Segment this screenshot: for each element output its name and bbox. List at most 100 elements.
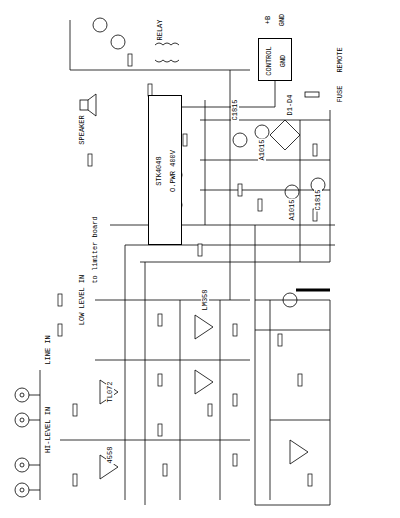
resistor-symbol xyxy=(258,199,262,211)
component-symbol xyxy=(20,463,24,467)
schematic-label: to limiter board xyxy=(91,215,99,284)
wire xyxy=(140,262,330,263)
wire xyxy=(330,300,331,505)
wire xyxy=(40,370,41,500)
resistor-symbol xyxy=(233,394,237,406)
wire xyxy=(60,440,250,441)
node-text: GND xyxy=(279,54,287,67)
schematic-label: SPEAKER xyxy=(78,114,86,145)
wire xyxy=(180,300,181,500)
schematic-label: 4558 xyxy=(106,446,114,465)
schematic-label: HI-LEVEL IN xyxy=(44,406,52,454)
component-symbol xyxy=(111,35,125,49)
schematic-label: C1815 xyxy=(314,188,322,211)
resistor-symbol xyxy=(58,324,62,336)
component-symbol xyxy=(283,293,297,307)
resistor-symbol xyxy=(128,54,132,66)
wire xyxy=(255,225,256,505)
resistor-symbol xyxy=(73,404,77,416)
wire xyxy=(29,395,40,396)
component-symbol xyxy=(93,18,107,32)
wire xyxy=(270,420,330,421)
wire xyxy=(110,225,335,226)
wire xyxy=(255,505,330,506)
resistor-symbol xyxy=(158,314,162,326)
resistor-symbol xyxy=(158,424,162,436)
resistor-symbol xyxy=(183,134,187,146)
component-symbol xyxy=(195,315,213,339)
wire xyxy=(29,465,40,466)
component-symbol xyxy=(15,458,29,472)
schematic-label: REMOTE xyxy=(336,46,344,73)
schematic-label: A1015 xyxy=(288,198,296,221)
wire-connector xyxy=(182,81,275,107)
resistor-symbol xyxy=(198,244,202,256)
component-symbol xyxy=(285,185,299,199)
schematic-label: D1-D4 xyxy=(286,93,294,116)
schematic-label: LM358 xyxy=(201,288,209,311)
component-symbol xyxy=(290,440,308,464)
wire xyxy=(70,20,71,70)
resistor-symbol xyxy=(238,184,242,196)
wire xyxy=(255,300,330,301)
schematic-label: RELAY xyxy=(156,18,164,41)
component-symbol xyxy=(195,370,213,394)
node-text: STK4048 xyxy=(155,156,163,185)
resistor-symbol xyxy=(163,464,167,476)
schematic-label: FUSE xyxy=(336,85,344,104)
wire xyxy=(95,300,250,301)
resistor-symbol xyxy=(308,474,312,486)
resistor-symbol xyxy=(208,404,212,416)
schematic-label: +B xyxy=(264,15,272,25)
resistor-symbol xyxy=(313,144,317,156)
node-text: CONTROL xyxy=(265,46,273,75)
wire xyxy=(330,110,331,262)
component-symbol xyxy=(155,43,179,45)
resistor-symbol xyxy=(73,474,77,486)
component-symbol xyxy=(15,388,29,402)
resistor-symbol xyxy=(233,454,237,466)
resistor-symbol xyxy=(298,374,302,386)
symbol-group xyxy=(58,54,317,486)
resistor-symbol xyxy=(58,294,62,306)
schematic-label: LOW LEVEL IN xyxy=(78,274,86,326)
resistor-symbol xyxy=(278,334,282,346)
component-symbol xyxy=(20,488,24,492)
resistor-symbol xyxy=(158,374,162,386)
component-symbol xyxy=(255,125,269,139)
component-symbol xyxy=(15,483,29,497)
component-symbol xyxy=(80,100,88,110)
resistor-symbol xyxy=(233,324,237,336)
wire xyxy=(200,190,330,191)
component-symbol xyxy=(15,413,29,427)
component-symbol xyxy=(20,393,24,397)
component-symbol xyxy=(20,418,24,422)
power-module-box: STK4048 O.PWR 400V xyxy=(148,95,182,245)
schematic-label: LINE IN xyxy=(44,334,52,365)
component-symbol xyxy=(155,60,179,62)
component-symbol xyxy=(270,120,300,150)
schematic-label: C1815 xyxy=(231,98,239,121)
wire xyxy=(29,420,40,421)
wire xyxy=(95,360,250,361)
wire xyxy=(300,120,301,262)
component-symbol xyxy=(100,380,118,404)
symbol-group xyxy=(15,18,335,505)
node-text: O.PWR 400V xyxy=(169,150,177,192)
wire xyxy=(255,330,330,331)
schematic-label: A1015 xyxy=(258,138,266,161)
wire xyxy=(29,490,40,491)
component-symbol xyxy=(88,94,96,116)
component-symbol xyxy=(305,92,319,97)
wire xyxy=(200,120,330,121)
component-symbol xyxy=(233,133,247,147)
resistor-symbol xyxy=(88,154,92,166)
schematic-label: TL072 xyxy=(106,380,114,403)
connector-block: CONTROL GND xyxy=(258,38,292,81)
wire xyxy=(70,70,250,71)
wire xyxy=(125,245,126,500)
wire xyxy=(220,300,221,500)
wire xyxy=(145,262,146,505)
